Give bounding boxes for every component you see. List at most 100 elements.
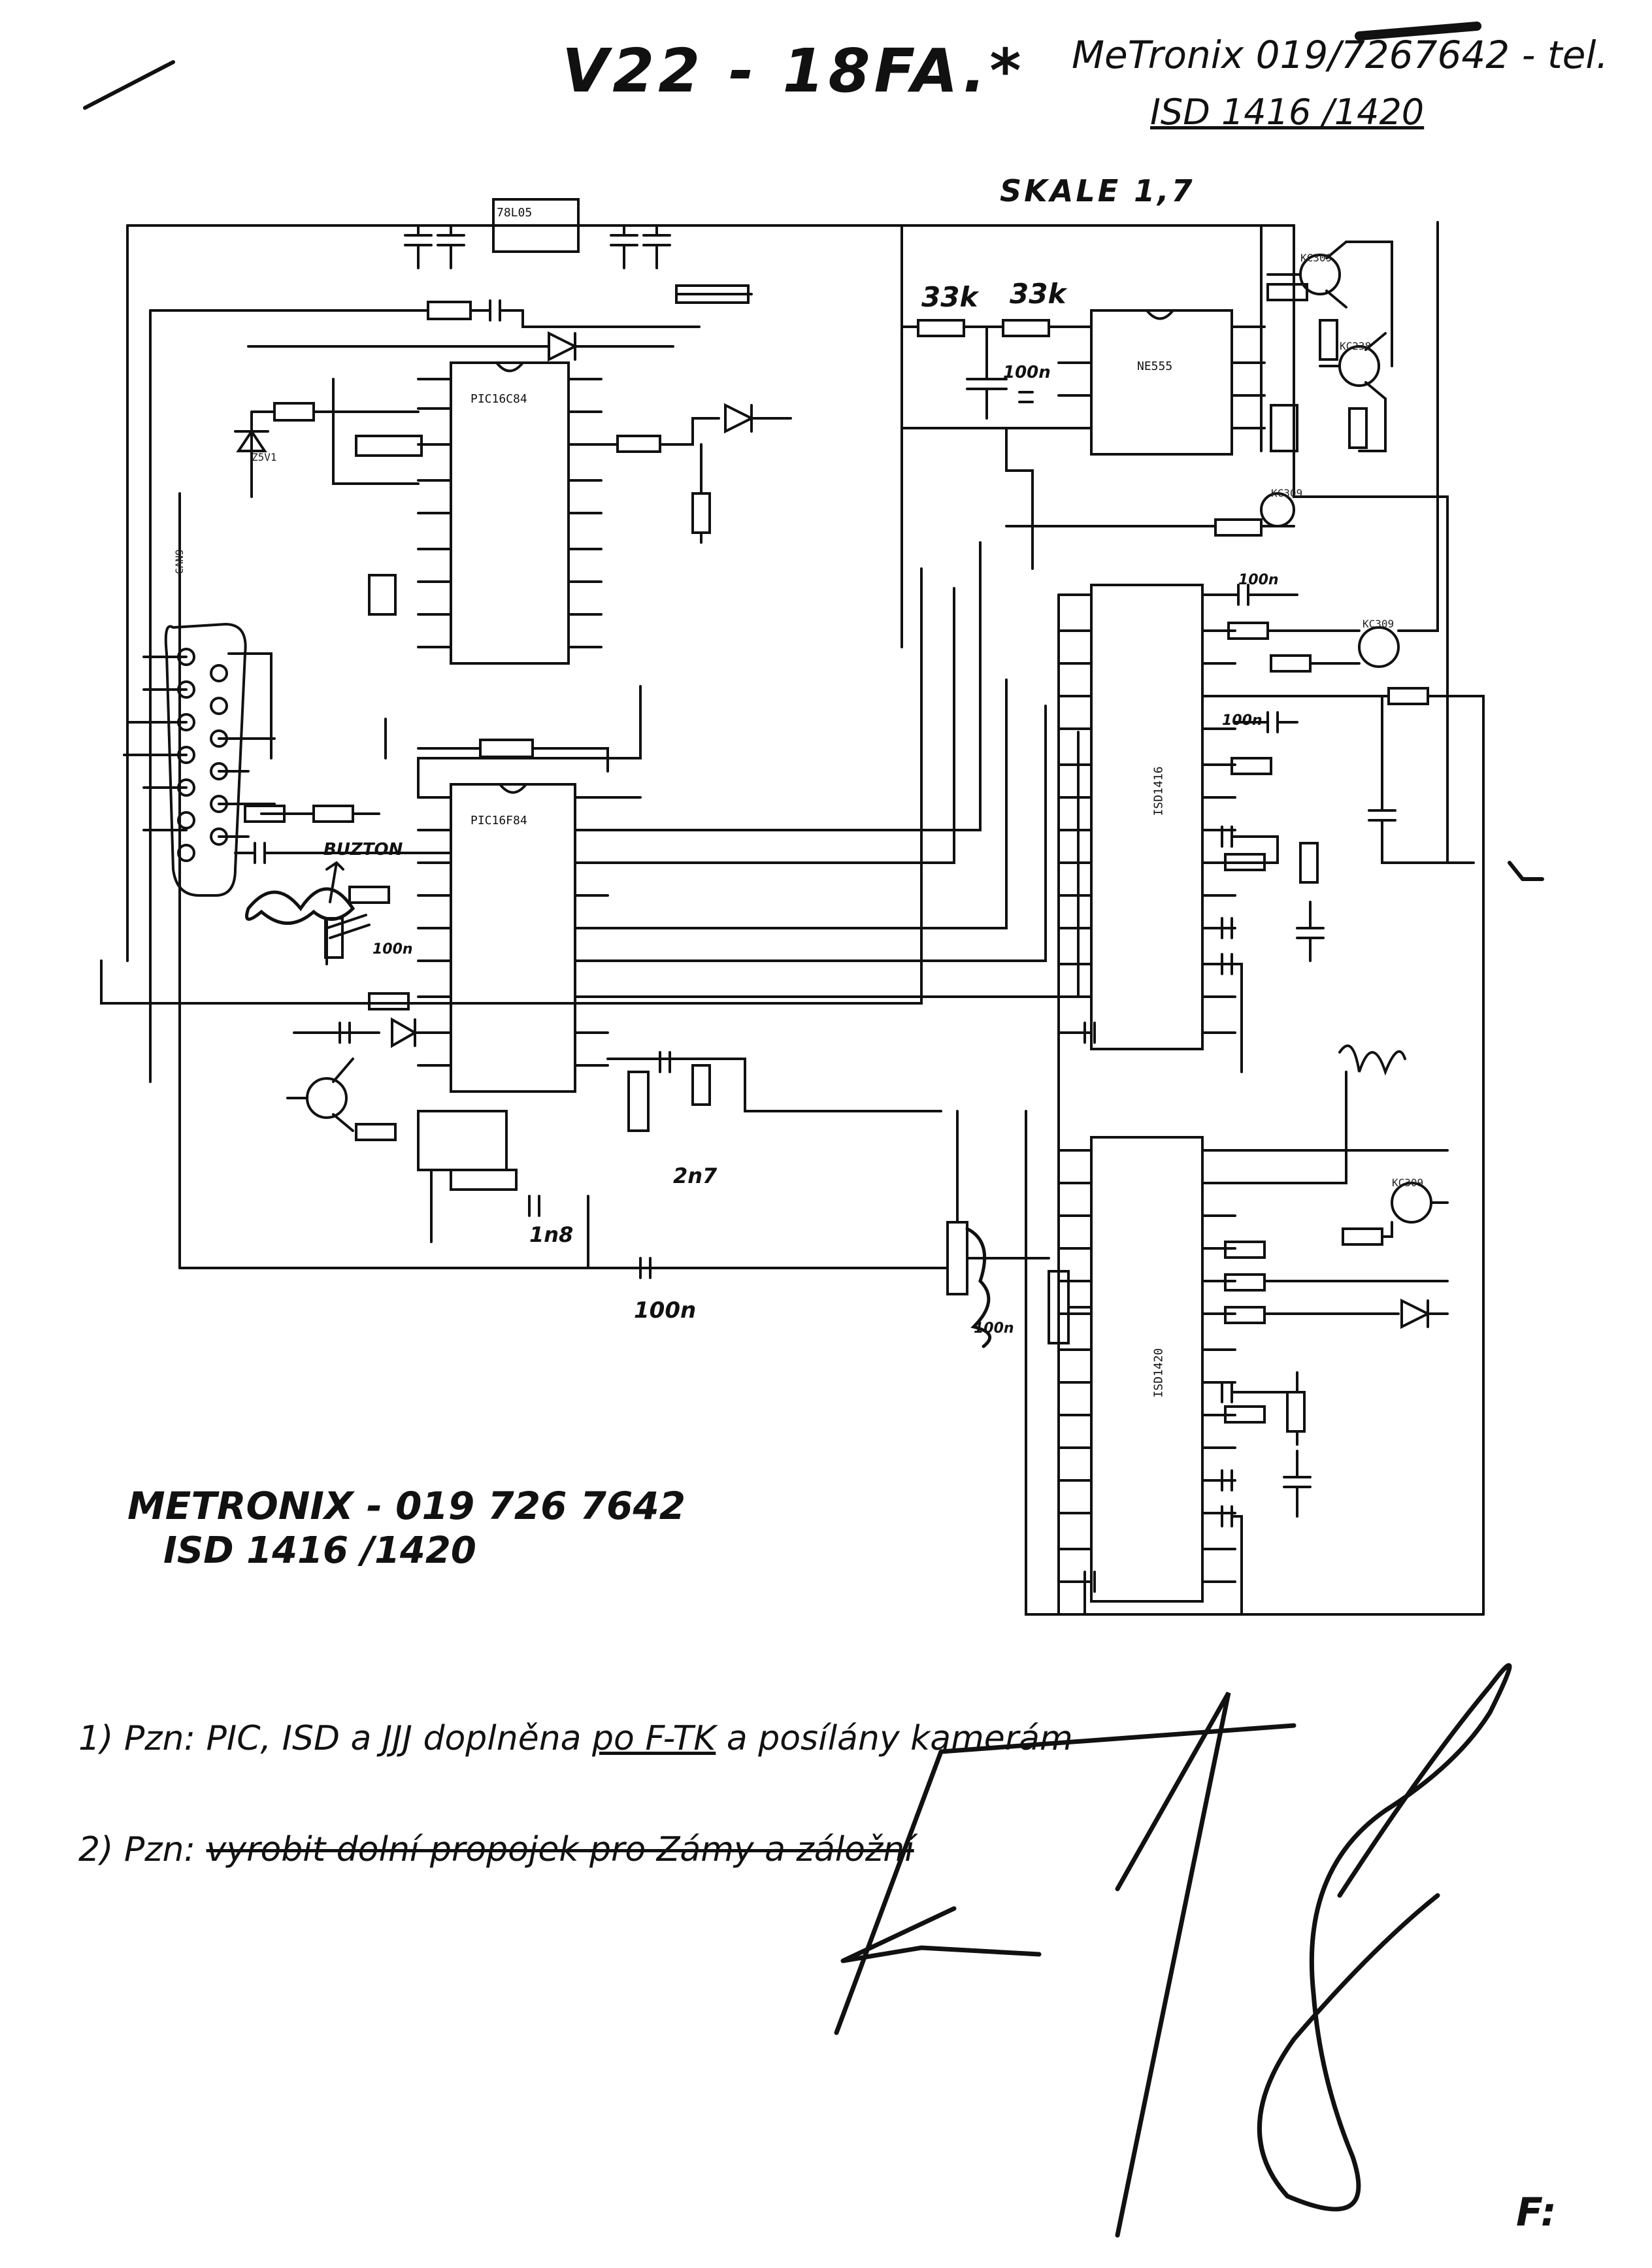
resistor-dsub-2 bbox=[312, 805, 354, 823]
wire-isdb-top bbox=[1234, 1071, 1449, 1184]
cap-isdb-2 bbox=[1283, 1450, 1312, 1518]
isd-bottom-pins-left bbox=[1057, 1149, 1093, 1583]
wire-timer-left bbox=[900, 427, 1060, 570]
buzzer-arrow bbox=[325, 861, 344, 903]
isd-bottom-pins-right bbox=[1201, 1149, 1236, 1583]
label-buzton: BUZTON bbox=[323, 840, 403, 859]
mcu-top-notch bbox=[495, 361, 524, 373]
resistor-33k-a bbox=[917, 319, 965, 337]
cap-isd-top-6 bbox=[1057, 1022, 1096, 1044]
zener-diode bbox=[234, 410, 276, 485]
isd-top bbox=[1090, 584, 1204, 1050]
note-1-prefix: 1) Pzn: PIC, ISD a JJJ doplněna bbox=[78, 1719, 582, 1758]
scribble-pot bbox=[965, 1227, 992, 1348]
isd-top-pins-left bbox=[1057, 593, 1093, 1034]
ic-label-mcu-top: PIC16C84 bbox=[471, 392, 527, 406]
wire-left-mcu bbox=[332, 378, 420, 485]
led-bottom bbox=[391, 1017, 452, 1048]
resistor-bm-right bbox=[691, 1064, 711, 1106]
ic-label-isd-top: ISD1416 bbox=[1151, 766, 1166, 816]
resistor-r1 bbox=[427, 301, 472, 320]
ic-label-timer: NE555 bbox=[1137, 359, 1173, 373]
cap-reg-4 bbox=[642, 224, 671, 269]
wire-bundle-4 bbox=[227, 652, 273, 759]
transistor-label-4: KC309 bbox=[1392, 1176, 1424, 1189]
timer-notch bbox=[1146, 309, 1174, 320]
resistor-dsub-1 bbox=[244, 805, 286, 823]
regulator-78l05 bbox=[492, 198, 580, 253]
connector-label: CAN9 bbox=[173, 549, 186, 575]
resistor-tr3 bbox=[1348, 407, 1368, 449]
timer-ne555 bbox=[1090, 309, 1233, 456]
wire-bundle-3 bbox=[100, 567, 923, 1005]
pot-bottom bbox=[417, 1110, 508, 1171]
cap-isd-top-5 bbox=[1221, 917, 1243, 1073]
mcu-top-pins-right bbox=[567, 378, 603, 648]
wire-bottom-mcu-up bbox=[384, 685, 642, 799]
resistor-isd-t4 bbox=[1231, 757, 1272, 775]
corner-slash bbox=[83, 60, 175, 110]
mcu-top bbox=[450, 361, 570, 665]
crystal-right bbox=[1270, 404, 1298, 452]
resistor-buzzer bbox=[348, 886, 390, 904]
footer-contact: METRONIX - 019 726 7642 bbox=[127, 1484, 686, 1528]
resistor-led-bottom bbox=[368, 992, 410, 1010]
cap-isd-top-2 bbox=[1234, 711, 1298, 733]
trimmer-top bbox=[675, 284, 750, 304]
label-100n-mid: 100n bbox=[974, 1320, 1014, 1337]
resistor-buzzer-2 bbox=[324, 917, 344, 959]
cap-isd-top-1 bbox=[1234, 584, 1298, 606]
diode-isdb bbox=[1400, 1298, 1449, 1329]
resistor-tr1 bbox=[1266, 283, 1308, 301]
note-2-struck: vyrobit dolní propojek pro Zámy a záložn… bbox=[206, 1830, 914, 1869]
zener-label: Z5V1 bbox=[252, 451, 277, 463]
transistor-kc238-leads bbox=[1319, 332, 1387, 400]
trimmer-bm bbox=[627, 1071, 650, 1132]
header-isd: ISD 1416 /1420 bbox=[1150, 92, 1425, 133]
transistor-kc238 bbox=[1338, 345, 1380, 387]
transistor-label-2: KC238 bbox=[1340, 340, 1372, 352]
rail-right bbox=[1025, 1469, 1485, 1616]
wire-led bbox=[600, 417, 720, 446]
transistor-bl-leads bbox=[286, 1058, 354, 1132]
label-100n-right: 100n bbox=[1238, 572, 1279, 588]
cap-isdb-3 bbox=[1221, 1469, 1243, 1616]
label-1n8: 1n8 bbox=[529, 1222, 574, 1247]
wire-isd-t bbox=[1234, 221, 1485, 1616]
note-1-suffix: a posílány kamerám bbox=[726, 1719, 1073, 1758]
note-1: 1) Pzn: PIC, ISD a JJJ doplněna po F-TK … bbox=[78, 1719, 1073, 1758]
resistor-bl bbox=[355, 1123, 397, 1141]
cap-isd-top-3 bbox=[1368, 695, 1475, 864]
label-33k-a: 33k bbox=[921, 281, 978, 313]
wire-mid bbox=[417, 747, 609, 773]
top-right-scribble bbox=[1355, 22, 1481, 41]
trimmer-bottom bbox=[450, 1169, 518, 1191]
cap-dsub bbox=[234, 842, 452, 864]
wire-led-bottom bbox=[293, 1002, 420, 1034]
cap-isdb-1 bbox=[1221, 1381, 1298, 1403]
timer-pins-right bbox=[1231, 325, 1266, 429]
resistor-isdb-6 bbox=[1286, 1391, 1306, 1433]
led-top bbox=[724, 403, 792, 434]
wire-bm-right bbox=[606, 1058, 942, 1112]
transistor-label-3: KC309 bbox=[1363, 618, 1395, 630]
mark-right bbox=[1508, 861, 1544, 881]
transistor-kc309-top-leads bbox=[1266, 241, 1347, 309]
note-2-prefix: 2) Pzn: bbox=[78, 1830, 196, 1869]
bundle-right-2 bbox=[606, 587, 955, 864]
cap-bottom-100n bbox=[639, 1257, 652, 1279]
cap-isd-top-4 bbox=[1296, 901, 1325, 962]
cap-reg-3 bbox=[610, 224, 638, 269]
trimmer-left bbox=[355, 435, 423, 457]
note-1-underlined: po F-TK bbox=[592, 1719, 716, 1758]
cap-bm-right bbox=[659, 1051, 671, 1073]
dsub-connector bbox=[164, 622, 247, 897]
resistor-isd-top bbox=[1214, 518, 1263, 537]
label-2n7: 2n7 bbox=[673, 1163, 718, 1188]
bundle-right-4 bbox=[606, 705, 1047, 962]
pot-mid-left bbox=[946, 1221, 968, 1295]
note-2: 2) Pzn: vyrobit dolní propojek pro Zámy … bbox=[78, 1830, 914, 1869]
page-title: V22 - 18FA.* bbox=[562, 36, 1025, 106]
transistor-label-5: KC309 bbox=[1271, 487, 1303, 499]
mcu-bottom-pins-right bbox=[574, 796, 609, 1067]
